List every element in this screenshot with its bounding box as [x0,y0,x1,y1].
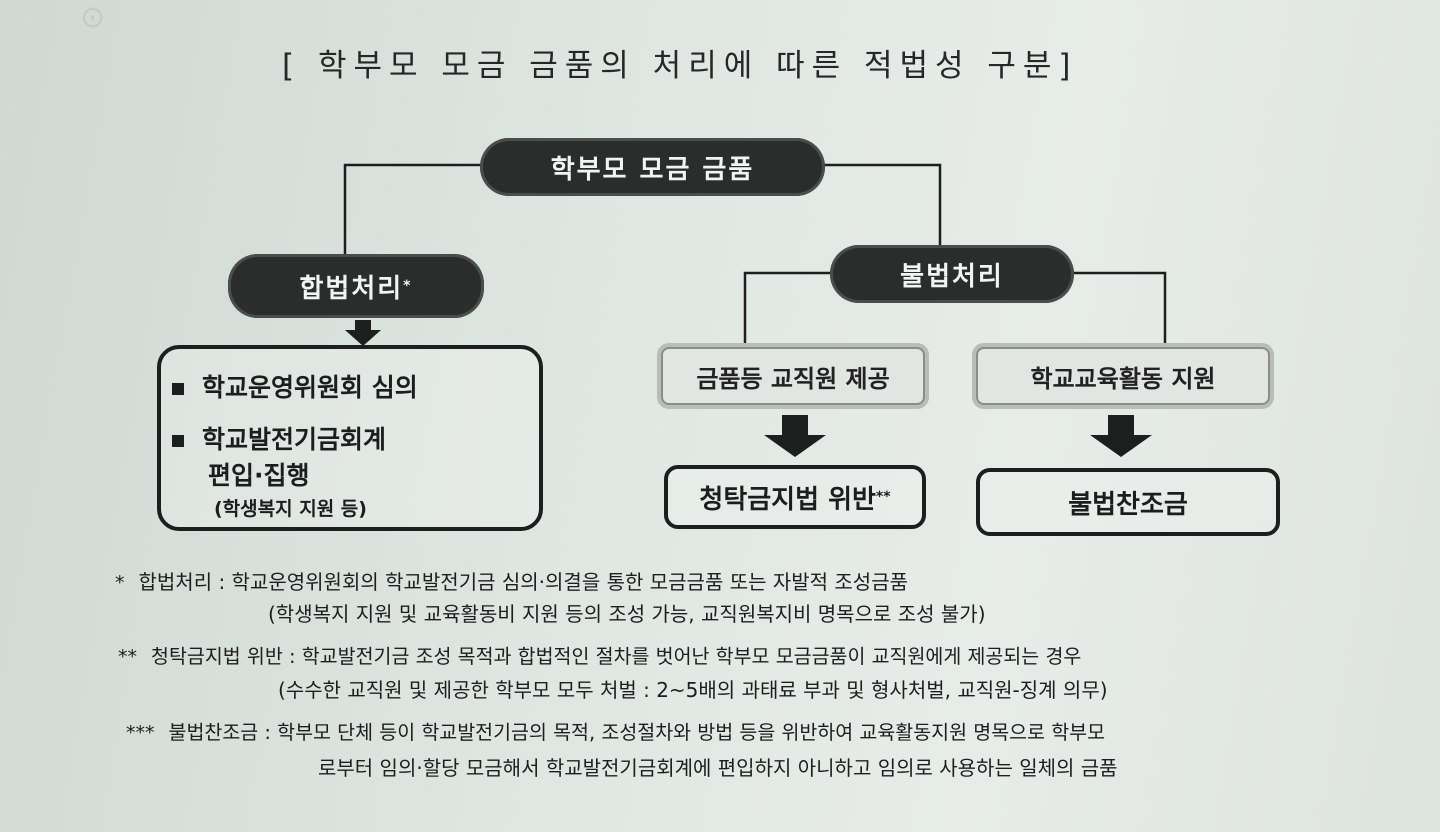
down-arrow-icon [345,320,381,346]
branch-staff-gift: 금품등 교직원 제공 [661,347,925,405]
legal-item-2: 학교발전기금회계 [172,420,386,456]
footnote-1-line1: 합법처리 : 학교운영위원회의 학교발전기금 심의·의결을 통한 모금금품 또는… [138,570,909,594]
footnote-3-detail: 로부터 임의·할당 모금해서 학교발전기금회계에 편입하지 아니하고 임의로 사… [318,756,1118,780]
square-bullet-icon [172,435,184,447]
down-arrow-icon [1090,415,1152,457]
footnote-3-line1: 불법찬조금 : 학부모 단체 등이 학교발전기금의 목적, 조성절차와 방법 등… [168,721,1106,744]
footnote-1: * 합법처리 : 학교운영위원회의 학교발전기금 심의·의결을 통한 모금금품 또… [115,566,908,595]
branch-staff-gift-label: 금품등 교직원 제공 [696,364,890,393]
result-antigraft-label: 청탁금지법 위반 [699,484,876,515]
legal-item-1: 학교운영위원회 심의 [172,368,418,404]
footnote-3: *** 불법찬조금 : 학부모 단체 등이 학교발전기금의 목적, 조성절차와 방… [126,716,1105,745]
illegal-node: 불법처리 [830,245,1074,303]
footnote-2-marker: ** [118,646,137,668]
legal-item-1-label: 학교운영위원회 심의 [202,373,418,402]
illegal-label: 불법처리 [900,261,1004,292]
page-title: [ 학부모 모금 금품의 처리에 따른 적법성 구분] [282,48,1078,84]
root-label: 학부모 모금 금품 [550,154,755,185]
legal-detail-box [157,345,543,531]
footnote-1-marker: * [115,572,125,594]
footnote-2-detail: (수수한 교직원 및 제공한 학부모 모두 처벌 : 2~5배의 과태료 부과 … [278,678,1108,702]
footnote-2-line1: 청탁금지법 위반 : 학교발전기금 조성 목적과 합법적인 절차를 벗어난 학부… [151,645,1082,668]
result-antigraft-violation: 청탁금지법 위반** [664,465,926,529]
legal-item-2-cont: 편입·집행 [208,461,310,490]
legal-mark: * [403,278,413,294]
legal-item-2-label: 학교발전기금회계 [202,425,387,454]
legal-node: 합법처리* [228,254,484,318]
footnote-1-detail: (학생복지 지원 및 교육활동비 지원 등의 조성 가능, 교직원복지비 명목으… [268,602,986,626]
branch-school-support: 학교교육활동 지원 [976,347,1270,405]
root-node: 학부모 모금 금품 [480,138,825,196]
legal-item-2-note: (학생복지 지원 등) [214,498,367,520]
branch-school-support-label: 학교교육활동 지원 [1030,364,1216,393]
result-antigraft-mark: ** [875,489,891,505]
square-bullet-icon [172,383,184,395]
legal-label: 합법처리 [299,273,404,304]
bleed-through-mark: ⊙ [80,0,106,35]
result-illegal-donation: 불법찬조금 [976,468,1280,536]
footnote-2: ** 청탁금지법 위반 : 학교발전기금 조성 목적과 합법적인 절차를 벗어난 … [118,640,1081,669]
footnote-3-marker: *** [126,722,155,744]
result-illegal-donation-label: 불법찬조금 [1068,489,1188,520]
down-arrow-icon [764,415,826,457]
